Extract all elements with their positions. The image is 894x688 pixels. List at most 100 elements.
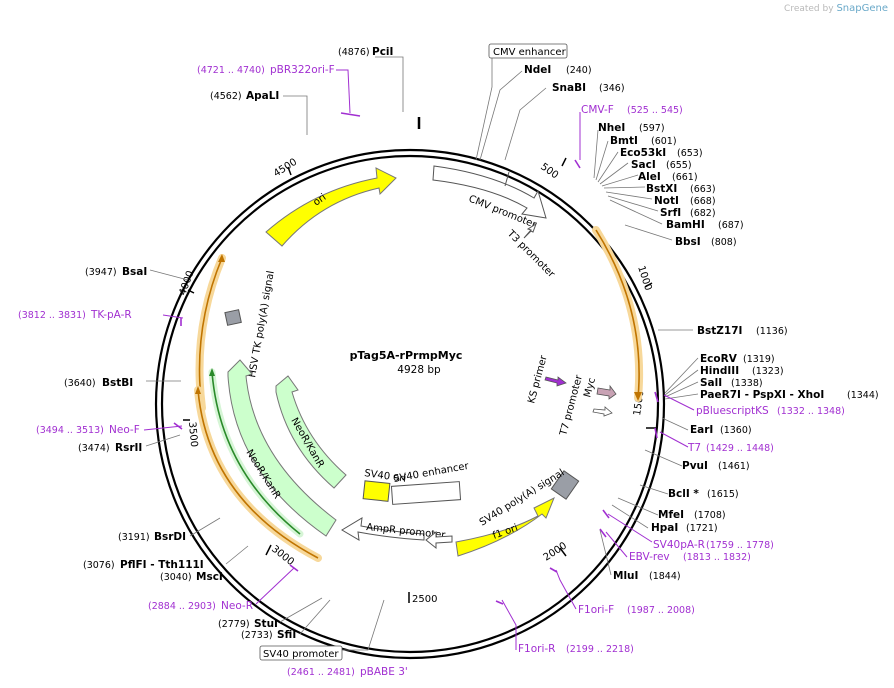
ks-primer-arrow bbox=[544, 376, 567, 387]
site-name-pvui[interactable]: PvuI bbox=[682, 460, 708, 472]
sv40-promoter-box bbox=[259, 645, 343, 661]
site-name-rsrii[interactable]: RsrII bbox=[115, 442, 142, 454]
site-name-bbsi[interactable]: BbsI bbox=[675, 236, 701, 248]
site-name-bsrdi[interactable]: BsrDI bbox=[154, 531, 186, 543]
site-name-eco53ki[interactable]: Eco53kI bbox=[620, 147, 666, 159]
neor-inner-arrow bbox=[275, 375, 347, 489]
site-name-paer7i-pspxi-xhoi[interactable]: PaeR7I - PspXI - XhoI bbox=[700, 389, 824, 401]
primer-name-pbabe-3[interactable]: pBABE 3' bbox=[360, 666, 408, 678]
site-pos-bsai: (3947) bbox=[85, 267, 117, 278]
tick-3500: 3500 bbox=[186, 421, 199, 447]
primer-labels: (4721 .. 4740) pBR322ori-F CMV-F (525 ..… bbox=[18, 64, 845, 678]
site-name-mfei[interactable]: MfeI bbox=[658, 509, 684, 521]
site-pos-bbsi: (808) bbox=[711, 237, 737, 248]
site-pos-nhei: (597) bbox=[639, 123, 665, 134]
leader-lines bbox=[145, 56, 699, 651]
site-name-sfii[interactable]: SfiI bbox=[277, 629, 296, 641]
site-name-hpai[interactable]: HpaI bbox=[651, 522, 678, 534]
myc-arrow bbox=[596, 384, 617, 400]
primer-pos-pbabe-3: (2461 .. 2481) bbox=[287, 667, 355, 678]
site-pos-srfi: (682) bbox=[690, 208, 716, 219]
sv40-ori-box bbox=[362, 480, 391, 502]
site-pos-bstz17i: (1136) bbox=[756, 326, 788, 337]
site-name-msci[interactable]: MscI bbox=[196, 571, 223, 583]
site-pos-bamhi: (687) bbox=[718, 220, 744, 231]
site-pos-hindiii: (1323) bbox=[752, 366, 784, 377]
primer-name-tk-pa-r[interactable]: TK-pA-R bbox=[90, 309, 132, 321]
site-name-saci[interactable]: SacI bbox=[631, 159, 656, 171]
t7-promoter-arrow bbox=[592, 406, 613, 417]
site-name-apali[interactable]: ApaLI bbox=[246, 90, 279, 102]
site-name-pcii[interactable]: PciI bbox=[372, 46, 393, 58]
credit-prefix: Created by bbox=[784, 4, 834, 14]
site-name-bcli[interactable]: BclI * bbox=[668, 488, 699, 500]
site-pos-bstbi: (3640) bbox=[64, 378, 96, 389]
site-pos-pflfi: (3076) bbox=[83, 560, 115, 571]
cmv-enhancer-label: CMV enhancer bbox=[493, 47, 567, 58]
site-name-mlui[interactable]: MluI bbox=[613, 570, 638, 582]
primer-pos-pbluescriptks: (1332 .. 1348) bbox=[777, 406, 845, 417]
site-name-nhei[interactable]: NheI bbox=[598, 122, 625, 134]
site-pos-saci: (655) bbox=[666, 160, 692, 171]
primer-pos-cmv-f: (525 .. 545) bbox=[627, 105, 683, 116]
primer-name-sv40pa-r[interactable]: SV40pA-R bbox=[653, 539, 705, 551]
site-name-noti[interactable]: NotI bbox=[654, 195, 679, 207]
site-name-sali[interactable]: SalI bbox=[700, 377, 722, 389]
primer-name-neo-r[interactable]: Neo-R bbox=[221, 600, 253, 612]
ampr-small-arrow bbox=[425, 530, 453, 550]
primer-name-f1ori-f[interactable]: F1ori-F bbox=[578, 604, 614, 616]
site-name-snabi[interactable]: SnaBI bbox=[552, 82, 586, 94]
site-name-pflfi-tth111i[interactable]: PflFI - Tth111I bbox=[120, 559, 204, 571]
primer-pos-f1ori-f: (1987 .. 2008) bbox=[627, 605, 695, 616]
site-pos-ndei: (240) bbox=[566, 65, 592, 76]
neor-inner-label: NeoR/KanR bbox=[288, 416, 325, 470]
primer-name-cmv-f[interactable]: CMV-F bbox=[581, 104, 614, 116]
site-name-eari[interactable]: EarI bbox=[690, 424, 713, 436]
site-name-bmti[interactable]: BmtI bbox=[610, 135, 638, 147]
site-name-bamhi[interactable]: BamHI bbox=[666, 219, 705, 231]
primer-pos-sv40pa-r: (1759 .. 1778) bbox=[706, 540, 774, 551]
tick-1000: 1000 bbox=[635, 265, 653, 293]
site-name-bstbi[interactable]: BstBI bbox=[102, 377, 133, 389]
site-pos-noti: (668) bbox=[690, 196, 716, 207]
plasmid-name: pTag5A-rPrmpMyc bbox=[350, 349, 463, 362]
t3-promoter-arrow bbox=[523, 222, 537, 239]
primer-name-pbr322ori-f[interactable]: pBR322ori-F bbox=[270, 64, 335, 76]
site-name-hindiii[interactable]: HindIII bbox=[700, 365, 739, 377]
backbone-inner bbox=[160, 154, 660, 654]
cmv-promoter-arrow bbox=[432, 165, 547, 219]
site-pos-alei: (661) bbox=[672, 172, 698, 183]
primer-name-f1ori-r[interactable]: F1ori-R bbox=[518, 643, 555, 655]
primer-name-ebv-rev[interactable]: EBV-rev bbox=[629, 551, 670, 563]
site-name-stui[interactable]: StuI bbox=[254, 618, 278, 630]
site-name-alei[interactable]: AleI bbox=[638, 171, 661, 183]
primer-name-t7[interactable]: T7 bbox=[687, 442, 701, 454]
f1-ori-arrow bbox=[455, 496, 555, 557]
sv40-polya-box bbox=[550, 470, 580, 500]
site-name-ndei[interactable]: NdeI bbox=[524, 64, 551, 76]
primer-pos-neo-r: (2884 .. 2903) bbox=[148, 601, 216, 612]
hsv-tk-box bbox=[224, 309, 242, 326]
ampr-promoter-arrow bbox=[341, 517, 425, 541]
site-name-bstxi[interactable]: BstXI bbox=[646, 183, 677, 195]
site-pos-apali: (4562) bbox=[210, 91, 242, 102]
site-name-srfi[interactable]: SrfI bbox=[660, 207, 681, 219]
site-name-bsai[interactable]: BsaI bbox=[122, 266, 147, 278]
site-pos-stui: (2779) bbox=[218, 619, 250, 630]
site-pos-eari: (1360) bbox=[720, 425, 752, 436]
snapgene-brand: SnapGene bbox=[836, 3, 888, 14]
ori-arrow bbox=[265, 167, 397, 247]
primer-pos-tk-pa-r: (3812 .. 3831) bbox=[18, 310, 86, 321]
tick-2000: 2000 bbox=[542, 540, 569, 563]
primer-name-pbluescriptks[interactable]: pBluescriptKS bbox=[696, 405, 769, 417]
sv40-promoter-label: SV40 promoter bbox=[263, 649, 339, 660]
primer-pos-t7: (1429 .. 1448) bbox=[706, 443, 774, 454]
primer-name-neo-f[interactable]: Neo-F bbox=[109, 424, 140, 436]
primer-leaders bbox=[143, 69, 695, 650]
site-name-ecorv[interactable]: EcoRV bbox=[700, 353, 738, 365]
site-name-bstz17i[interactable]: BstZ17I bbox=[697, 325, 742, 337]
site-pos-sfii: (2733) bbox=[241, 630, 273, 641]
restriction-sites: (4876) PciI NdeI (240) SnaBI (346) (4562… bbox=[64, 46, 879, 641]
myc-label: Myc bbox=[582, 377, 598, 399]
